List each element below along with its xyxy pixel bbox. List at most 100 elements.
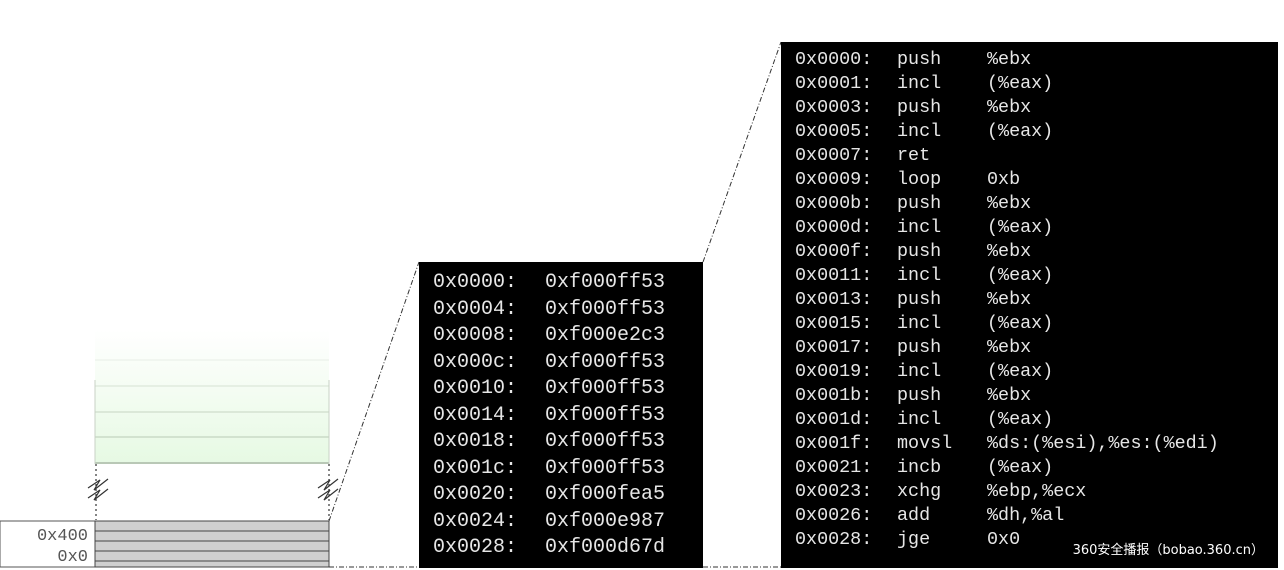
disasm-row: 0x0013:push%ebx [795,288,1031,312]
word-address: 0x0004: [433,297,518,321]
word-row: 0x000c: 0xf000ff53 [433,350,665,376]
word-value: 0xf000ff53 [545,350,666,374]
break-marker-right [317,464,339,520]
disasm-row: 0x0003:push%ebx [795,96,1031,120]
disasm-address: 0x0021: [795,457,873,478]
word-value: 0xf000ff53 [545,430,666,453]
disasm-operands: %ebx [987,385,1032,406]
disasm-row: 0x0007: ret [795,144,987,168]
disasm-mnemonic: incl [897,73,942,94]
word-dump-panel: 0x0000: 0xf000ff53 0x0004: 0xf000ff53 0x00… [419,262,703,568]
disasm-mnemonic: push [897,97,942,118]
disasm-address: 0x000d: [795,217,873,238]
disassembly-panel: 0x0000: push %ebx 0x0001: incl (%eax) 0x0003… [781,42,1278,568]
word-address: 0x000c: [433,350,518,374]
low-memory-block [0,520,330,568]
disasm-mnemonic: add [897,505,931,526]
disasm-row: 0x0001:incl(%eax) [795,72,1053,96]
disasm-row: 0x000f: push %ebx [795,240,1031,264]
upper-memory-stack [94,330,330,464]
word-address: 0x0018: [433,430,518,453]
word-value: 0xf000ff53 [545,403,666,427]
disasm-address: 0x0023: [795,481,873,502]
disasm-mnemonic: push [897,385,942,406]
disasm-address: 0x0001: [795,73,873,94]
disasm-address: 0x0005: [795,121,873,142]
disasm-operands: (%eax) [987,409,1054,430]
disasm-row: 0x0017:push%ebx [795,336,1031,360]
disasm-row: 0x0005: incl (%eax) [795,120,1053,144]
disasm-operands: %ebx [987,241,1032,262]
disasm-address: 0x0007: [795,145,873,166]
disasm-row: 0x0011:incl(%eax) [795,264,1053,288]
disasm-address: 0x001d: [795,409,873,430]
word-address: 0x0010: [433,377,518,400]
word-address: 0x0014: [433,403,518,427]
disasm-row: 0x001d:incl(%eax) [795,408,1053,432]
disasm-mnemonic: push [897,289,942,310]
disasm-address: 0x0009: [795,169,873,190]
disasm-mnemonic: movsl [897,433,953,454]
disasm-mnemonic: push [897,49,942,70]
word-address: 0x001c: [433,456,518,480]
disasm-row: 0x001b: push %ebx [795,384,1031,408]
disasm-operands: (%eax) [987,457,1054,478]
disasm-mnemonic: loop [897,169,942,190]
disasm-mnemonic: ret [897,145,931,166]
word-row: 0x0020:0xf000fea5 [433,482,665,508]
disasm-operands: %dh,%al [987,505,1065,526]
disasm-operands: (%eax) [987,121,1054,142]
disasm-row: 0x001f:movsl%ds:(%esi),%es:(%edi) [795,432,1219,456]
disasm-address: 0x000b: [795,193,873,214]
disasm-address: 0x001b: [795,385,873,406]
word-value: 0xf000e2c3 [545,324,666,347]
disasm-row: 0x0000: push %ebx [795,48,1031,72]
disasm-mnemonic: push [897,337,942,358]
address-label-0x400: 0x400 [36,527,88,546]
disasm-operands: %ebx [987,193,1032,214]
disasm-row: 0x0019:incl(%eax) [795,360,1053,384]
disasm-address: 0x000f: [795,241,873,262]
word-value: 0xf000ff53 [545,271,666,294]
watermark: 360安全播报（bobao.360.cn） [1072,543,1264,558]
break-marker-left [87,464,109,520]
word-value: 0xf000d67d [545,536,666,559]
word-row: 0x0000: 0xf000ff53 [433,270,665,296]
word-value: 0xf000e987 [545,509,666,533]
word-row: 0x0010:0xf000ff53 [433,376,665,402]
disasm-mnemonic: incl [897,361,942,382]
disasm-operands: %ebp,%ecx [987,481,1087,502]
disasm-operands: 0x0 [987,529,1021,550]
zoom-connector-1 [328,261,420,568]
disasm-address: 0x0017: [795,337,873,358]
disasm-operands: (%eax) [987,217,1054,238]
word-row: 0x0018: 0xf000ff53 [433,429,665,455]
disasm-address: 0x001f: [795,433,873,454]
disasm-mnemonic: push [897,241,942,262]
disasm-address: 0x0026: [795,505,873,526]
disasm-mnemonic: incl [897,217,942,238]
disasm-mnemonic: incl [897,121,942,142]
disasm-operands: %ebx [987,49,1032,70]
disasm-mnemonic: incl [897,265,942,286]
zoom-connector-2 [702,41,782,568]
word-row: 0x0008: 0xf000e2c3 [433,323,665,349]
disasm-address: 0x0013: [795,289,873,310]
word-address: 0x0000: [433,271,518,294]
disasm-mnemonic: push [897,193,942,214]
disasm-row: 0x0021:incb(%eax) [795,456,1053,480]
word-address: 0x0008: [433,324,518,347]
disasm-address: 0x0015: [795,313,873,334]
word-value: 0xf000fea5 [545,483,666,506]
disasm-row: 0x000b: push %ebx [795,192,1031,216]
disasm-row: 0x000d: incl (%eax) [795,216,1053,240]
disasm-address: 0x0011: [795,265,873,286]
word-address: 0x0028: [433,536,518,559]
disasm-row: 0x0023:xchg%ebp,%ecx [795,480,1086,504]
word-value: 0xf000ff53 [545,456,666,480]
disasm-address: 0x0028: [795,529,873,550]
disasm-address: 0x0000: [795,49,873,70]
